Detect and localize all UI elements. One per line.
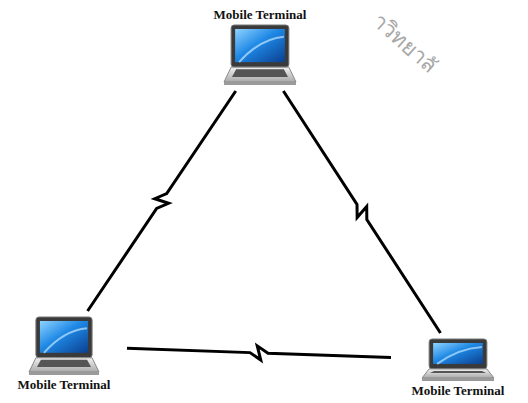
wireless-link — [127, 346, 391, 360]
laptop-icon — [223, 24, 297, 86]
wireless-link — [283, 91, 440, 333]
terminal-label: Mobile Terminal — [410, 382, 507, 400]
watermark: าวิทยาลั — [365, 4, 446, 82]
mobile-terminal: Mobile Terminal — [200, 6, 320, 86]
terminal-label: Mobile Terminal — [212, 6, 309, 24]
laptop-icon — [28, 316, 100, 376]
mobile-terminal: Mobile Terminal — [396, 338, 520, 400]
wireless-link — [88, 91, 236, 311]
laptop-icon — [421, 338, 495, 382]
terminal-label: Mobile Terminal — [16, 376, 113, 394]
mobile-terminal: Mobile Terminal — [6, 316, 122, 394]
